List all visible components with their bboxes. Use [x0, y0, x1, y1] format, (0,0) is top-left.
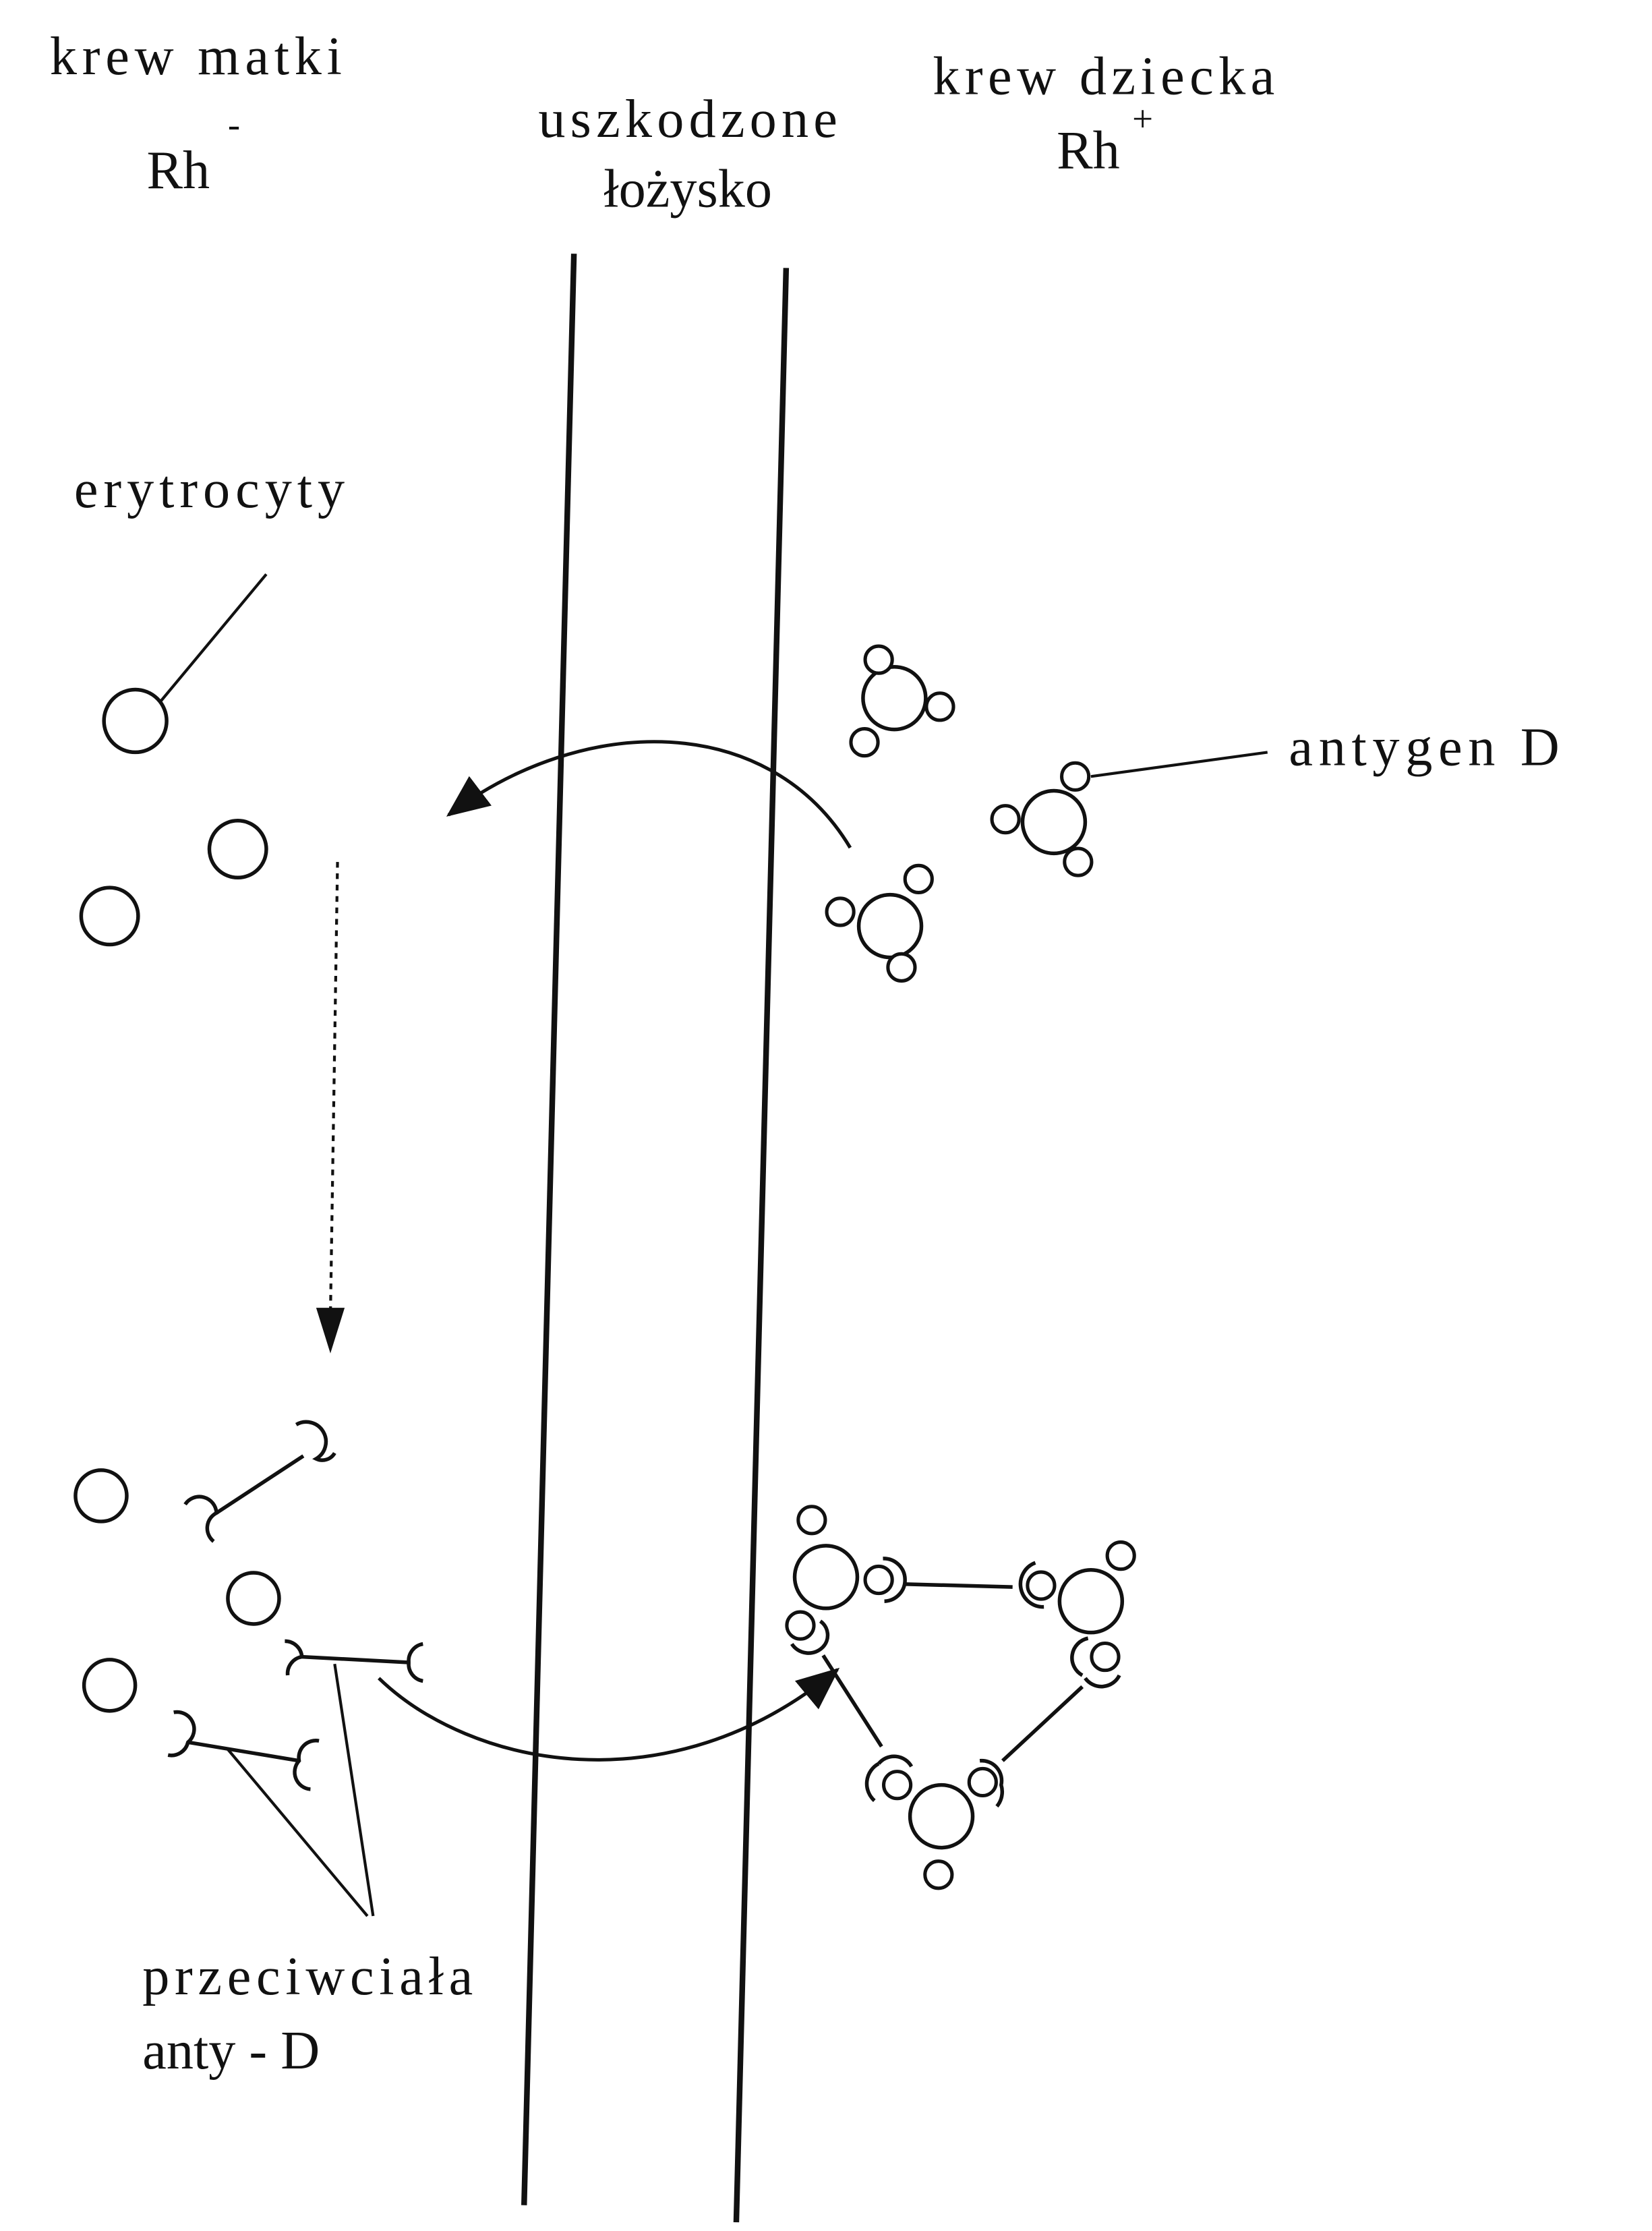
placenta-wall-left [521, 254, 577, 2205]
child-erythrocyte [990, 761, 1094, 877]
antibody [167, 1710, 320, 1791]
child-rh-sign: + [1132, 98, 1153, 140]
mother-erythrocytes-bottom [73, 1468, 281, 1713]
placenta-label-line2: łożysko [603, 159, 772, 219]
mother-blood-label: krew matki [50, 26, 342, 86]
sensitization-arrow-line [328, 862, 339, 1318]
child-rh-label: Rh [1057, 120, 1120, 180]
mother-rh-sign: - [228, 104, 240, 145]
child-erythrocyte [849, 644, 955, 758]
mother-erythrocytes-top [79, 687, 268, 947]
antibody-leader-line [227, 1748, 369, 1917]
transfer-arrow-to-child [378, 1667, 840, 1762]
antibodies-label-line2: anty - D [142, 2021, 320, 2081]
placenta-label-line1: uszkodzone [538, 89, 837, 149]
erythrocytes-leader-line [160, 573, 268, 702]
antibody [183, 1420, 336, 1543]
antibody [285, 1639, 423, 1683]
transfer-arrow-to-mother [446, 740, 852, 849]
child-erythrocyte [825, 863, 934, 983]
placenta-wall-right [733, 268, 790, 2223]
antibodies-label-line1: przeciwciała [142, 1946, 473, 2006]
antigen-leader-line [1090, 751, 1268, 778]
erythrocytes-label: erytrocyty [74, 459, 345, 519]
antibody-leader-line [333, 1663, 375, 1917]
antigen-label: antygen D [1289, 717, 1559, 777]
child-blood-label: krew dziecka [933, 47, 1274, 107]
sensitization-arrowhead-icon [316, 1308, 345, 1354]
agglutination-complex [785, 1505, 1136, 1890]
mother-rh-label: Rh [147, 140, 210, 200]
